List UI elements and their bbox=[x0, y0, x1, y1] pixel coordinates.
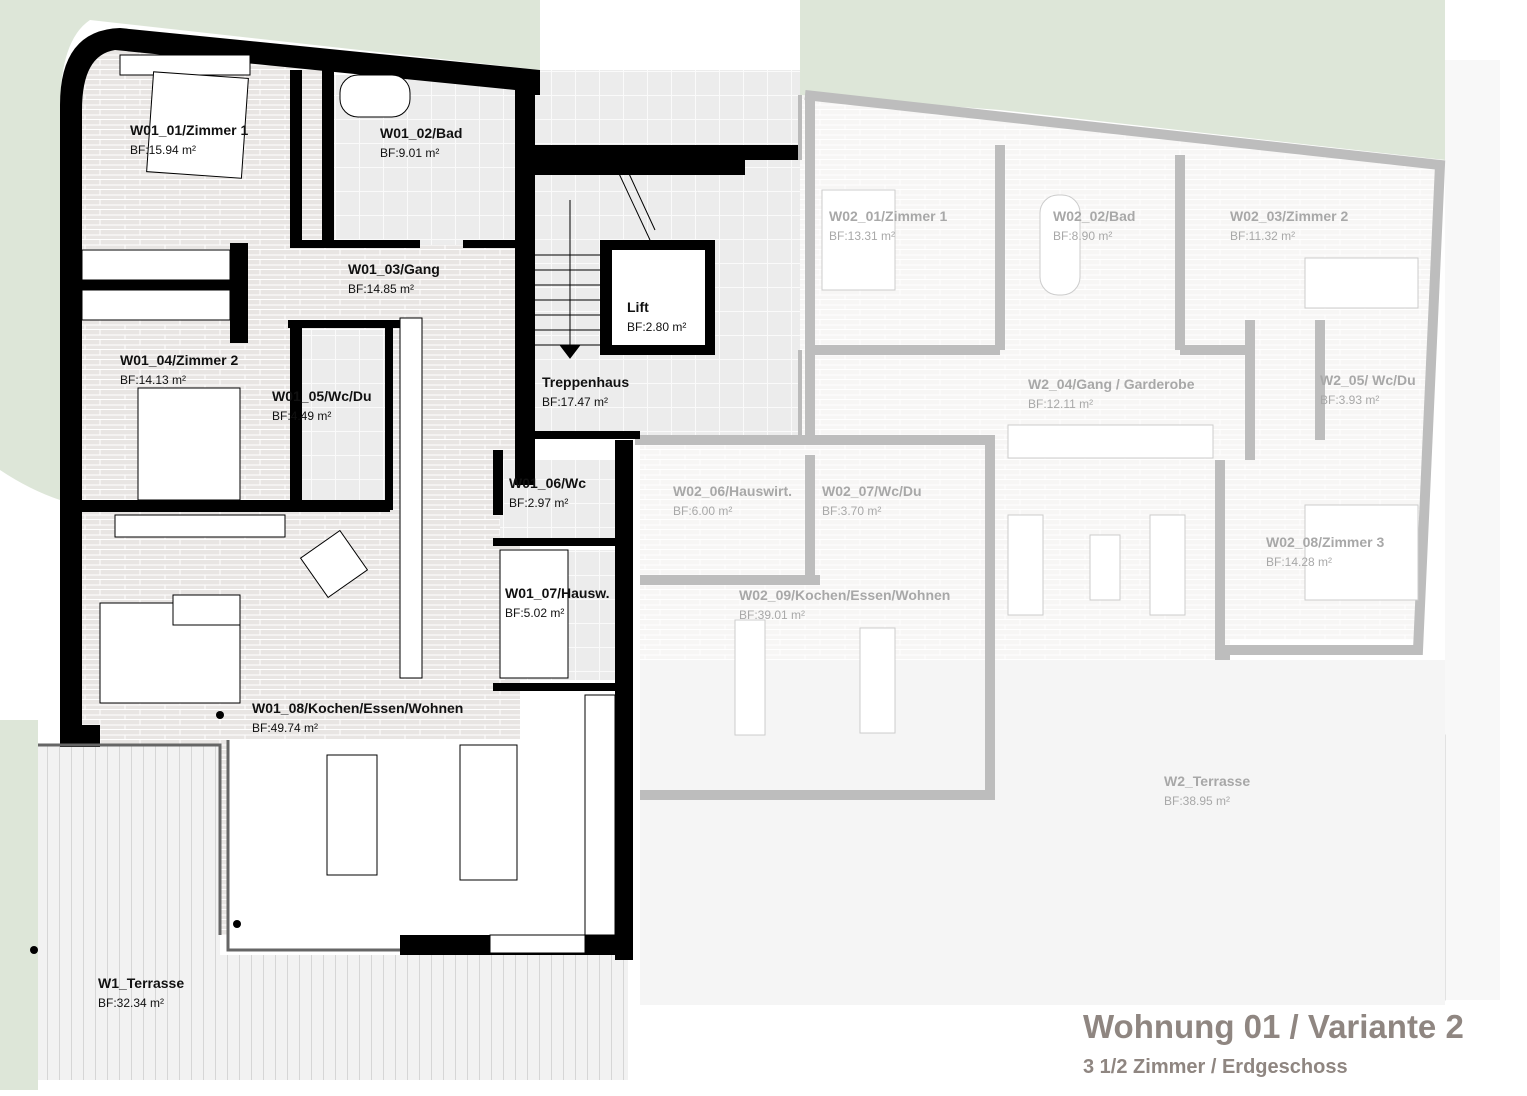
room-area: BF:12.11 m² bbox=[1028, 397, 1093, 411]
room-name: W01_01/Zimmer 1 bbox=[130, 122, 248, 138]
room-area: BF:8.90 m² bbox=[1053, 229, 1112, 243]
room-area: BF:9.01 m² bbox=[380, 146, 439, 160]
room-labels: W01_01/Zimmer 1 BF:15.94 m² W01_02/BadBF:9… bbox=[98, 122, 1416, 1010]
room-name: W02_06/Hauswirt. bbox=[673, 483, 792, 499]
terrace-w01 bbox=[38, 745, 628, 1080]
room-label: W02_06/Hauswirt. BF:6.00 m² bbox=[673, 483, 792, 518]
room-name: W02_08/Zimmer 3 bbox=[1266, 534, 1384, 550]
room-name: W01_03/Gang bbox=[348, 261, 440, 277]
room-area: BF:17.47 m² bbox=[542, 395, 608, 409]
room-area: BF:14.13 m² bbox=[120, 373, 186, 387]
room-name: W02_02/Bad bbox=[1053, 208, 1135, 224]
room-label: W01_04/Zimmer 2 BF:14.13 m² bbox=[120, 352, 238, 387]
room-area: BF:3.70 m² bbox=[822, 504, 881, 518]
room-area: BF:15.94 m² bbox=[130, 143, 196, 157]
garden-areas bbox=[0, 0, 1446, 1090]
unit-w02 bbox=[635, 90, 1446, 1005]
room-label: W02_01/Zimmer 1 BF:13.31 m² bbox=[829, 208, 947, 243]
room-name: W2_Terrasse bbox=[1164, 773, 1250, 789]
room-area: BF:5.02 m² bbox=[505, 606, 564, 620]
room-label: W01_07/Hausw. BF:5.02 m² bbox=[505, 585, 610, 620]
room-area: BF:14.85 m² bbox=[348, 282, 414, 296]
room-area: BF:13.31 m² bbox=[829, 229, 895, 243]
room-name: W1_Terrasse bbox=[98, 975, 184, 991]
room-label: W02_08/Zimmer 3 BF:14.28 m² bbox=[1266, 534, 1384, 569]
room-area: BF:11.32 m² bbox=[1230, 229, 1295, 243]
room-label: W01_01/Zimmer 1 BF:15.94 m² bbox=[130, 122, 248, 157]
room-name: W02_09/Kochen/Essen/Wohnen bbox=[739, 587, 950, 603]
room-name: W02_01/Zimmer 1 bbox=[829, 208, 947, 224]
lift-shaft bbox=[612, 250, 705, 345]
room-label: W02_03/Zimmer 2 BF:11.32 m² bbox=[1230, 208, 1348, 243]
room-name: W01_05/Wc/Du bbox=[272, 388, 372, 404]
room-area: BF:3.93 m² bbox=[1320, 393, 1379, 407]
room-name: W01_06/Wc bbox=[509, 475, 586, 491]
room-area: BF:6.00 m² bbox=[673, 504, 732, 518]
room-name: W01_04/Zimmer 2 bbox=[120, 352, 238, 368]
terrace-w02 bbox=[640, 660, 1445, 1005]
room-name: W02_07/Wc/Du bbox=[822, 483, 922, 499]
unit-w01 bbox=[30, 28, 633, 1080]
room-name: W01_02/Bad bbox=[380, 125, 462, 141]
room-name: W01_07/Hausw. bbox=[505, 585, 610, 601]
room-name: W01_08/Kochen/Essen/Wohnen bbox=[252, 700, 463, 716]
room-area: BF:32.34 m² bbox=[98, 996, 164, 1010]
room-area: BF:2.97 m² bbox=[509, 496, 568, 510]
room-area: BF:2.80 m² bbox=[627, 320, 686, 334]
room-name: Lift bbox=[627, 299, 649, 315]
room-area: BF:38.95 m² bbox=[1164, 794, 1230, 808]
room-name: W2_04/Gang / Garderobe bbox=[1028, 376, 1195, 392]
room-name: W2_05/ Wc/Du bbox=[1320, 372, 1416, 388]
room-area: BF:49.74 m² bbox=[252, 721, 318, 735]
core bbox=[530, 70, 802, 439]
plan-subtitle: 3 1/2 Zimmer / Erdgeschoss bbox=[1083, 1056, 1348, 1078]
room-area: BF:4.49 m² bbox=[272, 409, 331, 423]
room-name: Treppenhaus bbox=[542, 374, 629, 390]
plan-title: Wohnung 01 / Variante 2 bbox=[1083, 1008, 1464, 1045]
room-name: W02_03/Zimmer 2 bbox=[1230, 208, 1348, 224]
room-area: BF:14.28 m² bbox=[1266, 555, 1332, 569]
room-area: BF:39.01 m² bbox=[739, 608, 805, 622]
